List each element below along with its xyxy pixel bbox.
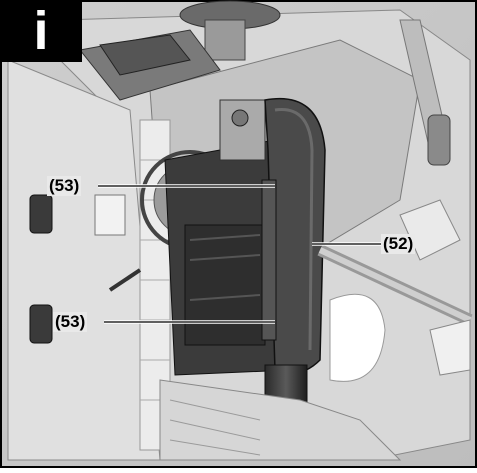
info-badge-letter: i (33, 1, 49, 61)
callout-upper-53: (53) (47, 176, 82, 196)
callout-52: (52) (381, 234, 416, 254)
callout-lower-53: (53) (53, 312, 88, 332)
info-badge: i (0, 0, 82, 62)
